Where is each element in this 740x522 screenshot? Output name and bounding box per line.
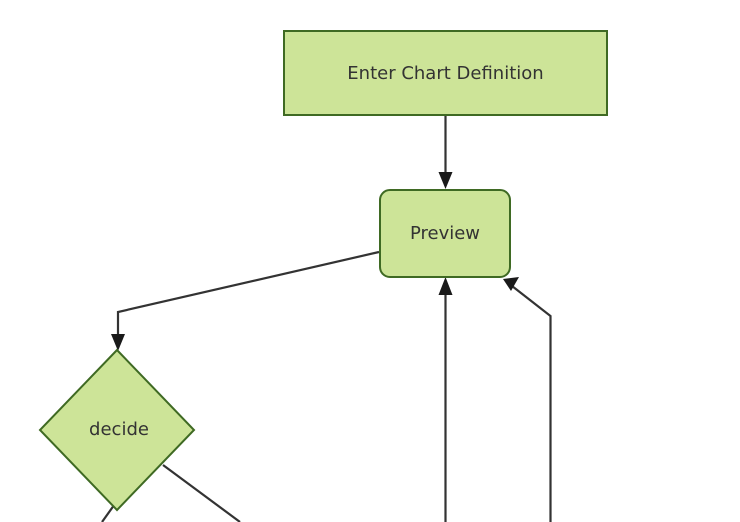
edge-line <box>511 285 552 522</box>
arrowhead-icon <box>438 277 453 295</box>
node-shape-diamond <box>38 348 196 512</box>
edge-bottom-center-to-preview <box>438 277 453 522</box>
node-enter-chart-definition[interactable]: Enter Chart Definition <box>283 30 608 116</box>
arrowhead-icon <box>503 277 519 291</box>
edge-line <box>162 464 241 522</box>
edge-preview-to-decide <box>111 250 380 351</box>
node-decide[interactable]: decide <box>38 348 196 512</box>
node-preview[interactable]: Preview <box>379 189 511 278</box>
node-shape-rounded-rectangle <box>379 189 511 278</box>
node-shape-rectangle <box>283 30 608 116</box>
edge-line <box>116 250 380 341</box>
edge-enter-to-preview <box>438 115 453 189</box>
arrowhead-icon <box>438 172 453 189</box>
edge-bottom-right-to-preview <box>503 277 552 522</box>
edge-decide-right-out <box>162 464 241 522</box>
arrowhead-icon <box>111 334 125 351</box>
